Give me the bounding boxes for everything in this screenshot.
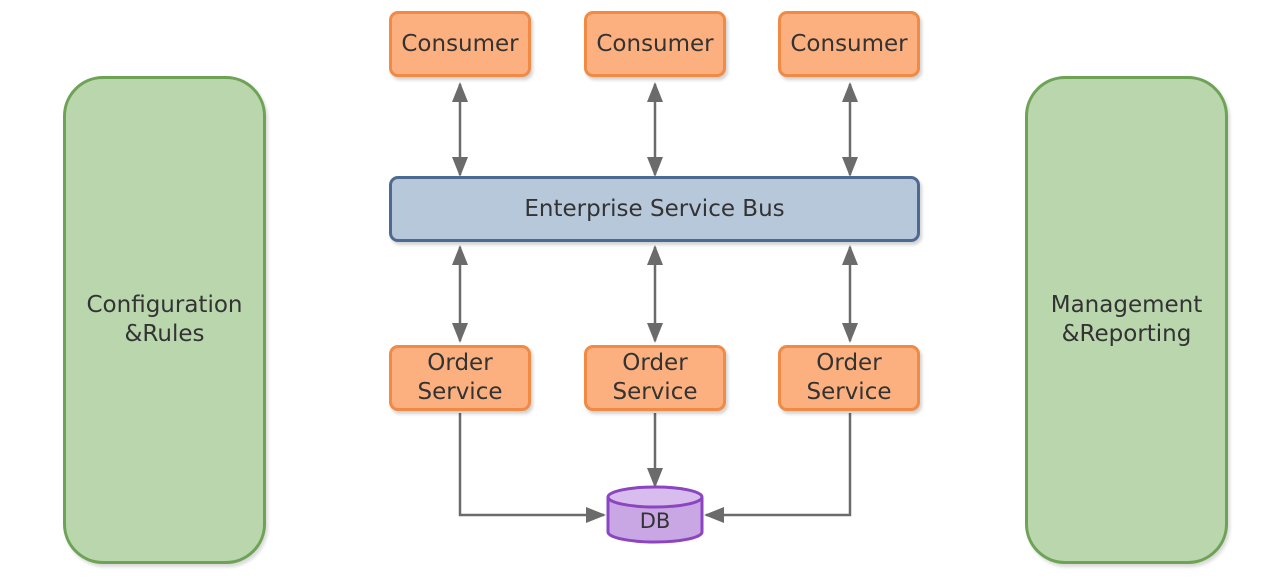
order-service-box-2: Order Service — [584, 345, 726, 411]
order-service-label: Order Service — [417, 350, 503, 405]
order-service-box-3: Order Service — [778, 345, 920, 411]
consumer-label: Consumer — [401, 30, 519, 57]
consumer-box-2: Consumer — [584, 11, 726, 77]
consumer-label: Consumer — [790, 30, 908, 57]
consumer-box-3: Consumer — [778, 11, 920, 77]
consumer-label: Consumer — [596, 30, 714, 57]
enterprise-service-bus-label: Enterprise Service Bus — [524, 195, 785, 222]
enterprise-service-bus: Enterprise Service Bus — [389, 176, 920, 242]
connector-service-1-db — [458, 413, 606, 523]
order-service-label: Order Service — [806, 350, 892, 405]
management-reporting-panel: Management &Reporting — [1025, 76, 1228, 564]
consumer-box-1: Consumer — [389, 11, 531, 77]
connector-service-3-db — [704, 413, 852, 523]
database-label: DB — [608, 507, 702, 535]
database-cylinder — [606, 485, 704, 544]
management-reporting-label: Management &Reporting — [1050, 292, 1203, 347]
configuration-rules-panel: Configuration &Rules — [63, 76, 266, 564]
order-service-label: Order Service — [612, 350, 698, 405]
order-service-box-1: Order Service — [389, 345, 531, 411]
configuration-rules-label: Configuration &Rules — [86, 292, 243, 347]
database-label-text: DB — [639, 509, 671, 533]
